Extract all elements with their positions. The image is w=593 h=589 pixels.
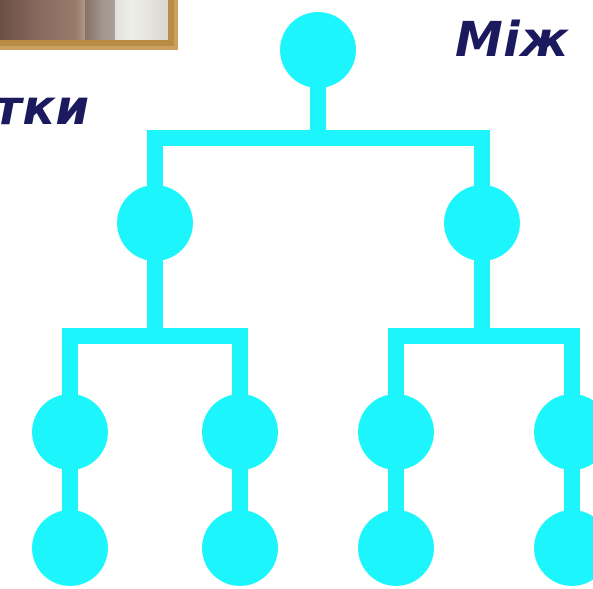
tree-node-bottom-2 bbox=[202, 510, 278, 586]
tree-node-root bbox=[280, 12, 356, 88]
photo-thumbnail bbox=[0, 0, 178, 50]
tree-node-bottom-3 bbox=[358, 510, 434, 586]
tree-node-leaf-4 bbox=[534, 394, 593, 470]
tree-node-mid-right bbox=[444, 185, 520, 261]
tree-node-mid-left bbox=[117, 185, 193, 261]
tree-node-bottom-4 bbox=[534, 510, 593, 586]
photo-shade bbox=[85, 0, 115, 40]
tree-node-leaf-1 bbox=[32, 394, 108, 470]
tree-node-leaf-3 bbox=[358, 394, 434, 470]
tree-connectors bbox=[62, 75, 580, 545]
title-fragment-right: Мiж bbox=[455, 12, 569, 68]
tree-node-leaf-2 bbox=[202, 394, 278, 470]
title-fragment-left: тки bbox=[0, 80, 90, 136]
tree-node-bottom-1 bbox=[32, 510, 108, 586]
tree-nodes bbox=[32, 12, 593, 586]
photo-image bbox=[0, 0, 168, 40]
